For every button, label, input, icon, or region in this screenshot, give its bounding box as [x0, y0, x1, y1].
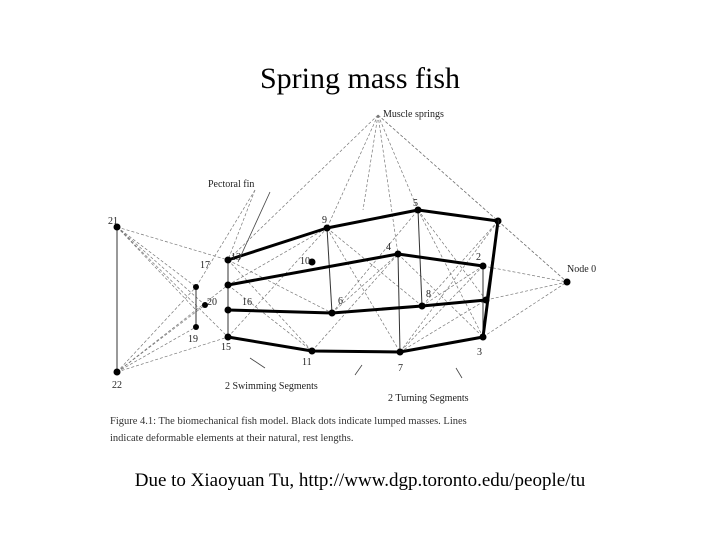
node-label: 9 — [322, 215, 327, 226]
node-label: 3 — [477, 347, 482, 358]
node-7 — [396, 348, 404, 356]
swimming-segments-label: 2 Swimming Segments — [225, 381, 318, 392]
node-label: 7 — [398, 363, 403, 374]
node-15 — [224, 333, 232, 341]
spring-network — [116, 114, 568, 373]
node-3 — [479, 333, 487, 341]
pectoral-fin-label: Pectoral fin — [208, 179, 254, 190]
muscle-springs-label: Muscle springs — [383, 109, 444, 120]
node-1 — [494, 217, 502, 225]
node-11 — [308, 347, 316, 355]
turning-segments-label: 2 Turning Segments — [388, 393, 469, 404]
node-22 — [113, 368, 121, 376]
node-8 — [418, 302, 426, 310]
node-21 — [113, 223, 121, 231]
node-6 — [482, 296, 490, 304]
node-label: 11 — [302, 357, 312, 368]
fish-model-figure: Muscle springs Pectoral fin Node 0 2 Swi… — [100, 100, 620, 450]
node-label: 13 — [231, 252, 241, 263]
node-label: 16 — [242, 297, 252, 308]
label-pointers — [237, 191, 463, 379]
node-0 — [563, 278, 571, 286]
node-label: 8 — [426, 289, 431, 300]
node-9 — [323, 224, 331, 232]
node-17 — [193, 284, 199, 290]
node-10 — [308, 258, 316, 266]
node0-label: Node 0 — [567, 264, 596, 275]
node-label: 21 — [108, 216, 118, 227]
node-16 — [224, 306, 232, 314]
node-label: 17 — [200, 260, 210, 271]
node-label: 5 — [413, 198, 418, 209]
node-4 — [394, 250, 402, 258]
node-5 — [414, 206, 422, 214]
node-label: 1 — [496, 219, 501, 230]
credit-line: Due to Xiaoyuan Tu, http://www.dgp.toron… — [134, 470, 586, 491]
node-2 — [479, 262, 487, 270]
node-label: 10 — [300, 256, 310, 267]
figure-caption-line-1: Figure 4.1: The biomechanical fish model… — [110, 416, 467, 427]
node-label: 22 — [112, 380, 122, 391]
node-12 — [328, 309, 336, 317]
fish-diagram: Muscle springs Pectoral fin Node 0 2 Swi… — [108, 109, 596, 444]
node-19 — [193, 324, 199, 330]
slide-title: Spring mass fish — [259, 62, 460, 95]
node-20 — [202, 302, 208, 308]
node-13 — [224, 256, 232, 264]
node-label: 6 — [338, 296, 343, 307]
node-14 — [224, 281, 232, 289]
figure-caption-line-2: indicate deformable elements at their na… — [110, 433, 353, 444]
lumped-masses — [113, 206, 571, 376]
node-label: 20 — [207, 297, 217, 308]
node-label: 4 — [386, 242, 391, 253]
node-label: 2 — [476, 252, 481, 263]
node-label: 19 — [188, 334, 198, 345]
node-label: 15 — [221, 342, 231, 353]
